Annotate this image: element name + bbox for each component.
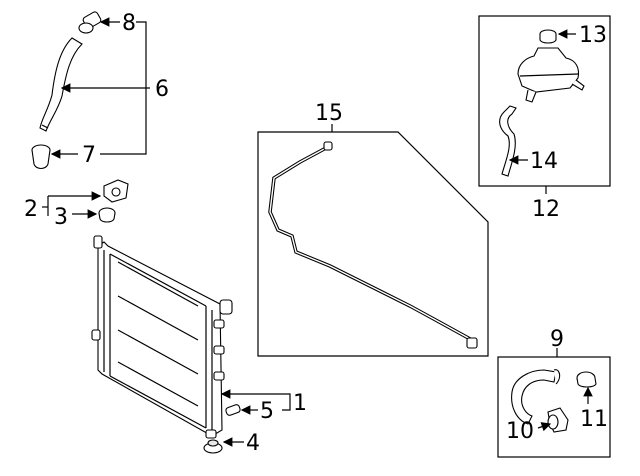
callout-2: 2 <box>24 197 38 222</box>
tank-cap-13 <box>539 29 557 44</box>
overflow-pipe <box>268 141 478 349</box>
callout-11: 11 <box>580 407 608 432</box>
callout-6: 6 <box>155 77 169 102</box>
callout-4: 4 <box>246 431 260 456</box>
callout-8: 8 <box>122 11 136 36</box>
callout-7: 7 <box>82 143 96 168</box>
radiator <box>91 235 233 439</box>
radiator-mount-4 <box>203 439 223 454</box>
hose-clamp-top-8 <box>78 11 102 34</box>
thermostat-housing <box>98 179 129 223</box>
callout-3: 3 <box>54 205 68 230</box>
lower-hose <box>511 369 561 425</box>
callout-5: 5 <box>260 399 274 424</box>
drain-plug-5 <box>225 404 241 416</box>
callout-13: 13 <box>579 23 607 48</box>
callout-10: 10 <box>506 419 534 444</box>
callout-9: 9 <box>550 327 564 352</box>
tank-box <box>478 15 611 187</box>
callout-12: 12 <box>532 197 560 222</box>
upper-hose <box>39 37 83 132</box>
callout-15: 15 <box>315 101 343 126</box>
hose-clamp-bottom-7 <box>31 144 51 170</box>
expansion-tank <box>517 47 585 103</box>
callout-1: 1 <box>293 391 307 416</box>
pipe-box <box>257 131 489 357</box>
callout-14: 14 <box>530 149 558 174</box>
hose-clamp-11 <box>576 371 597 388</box>
